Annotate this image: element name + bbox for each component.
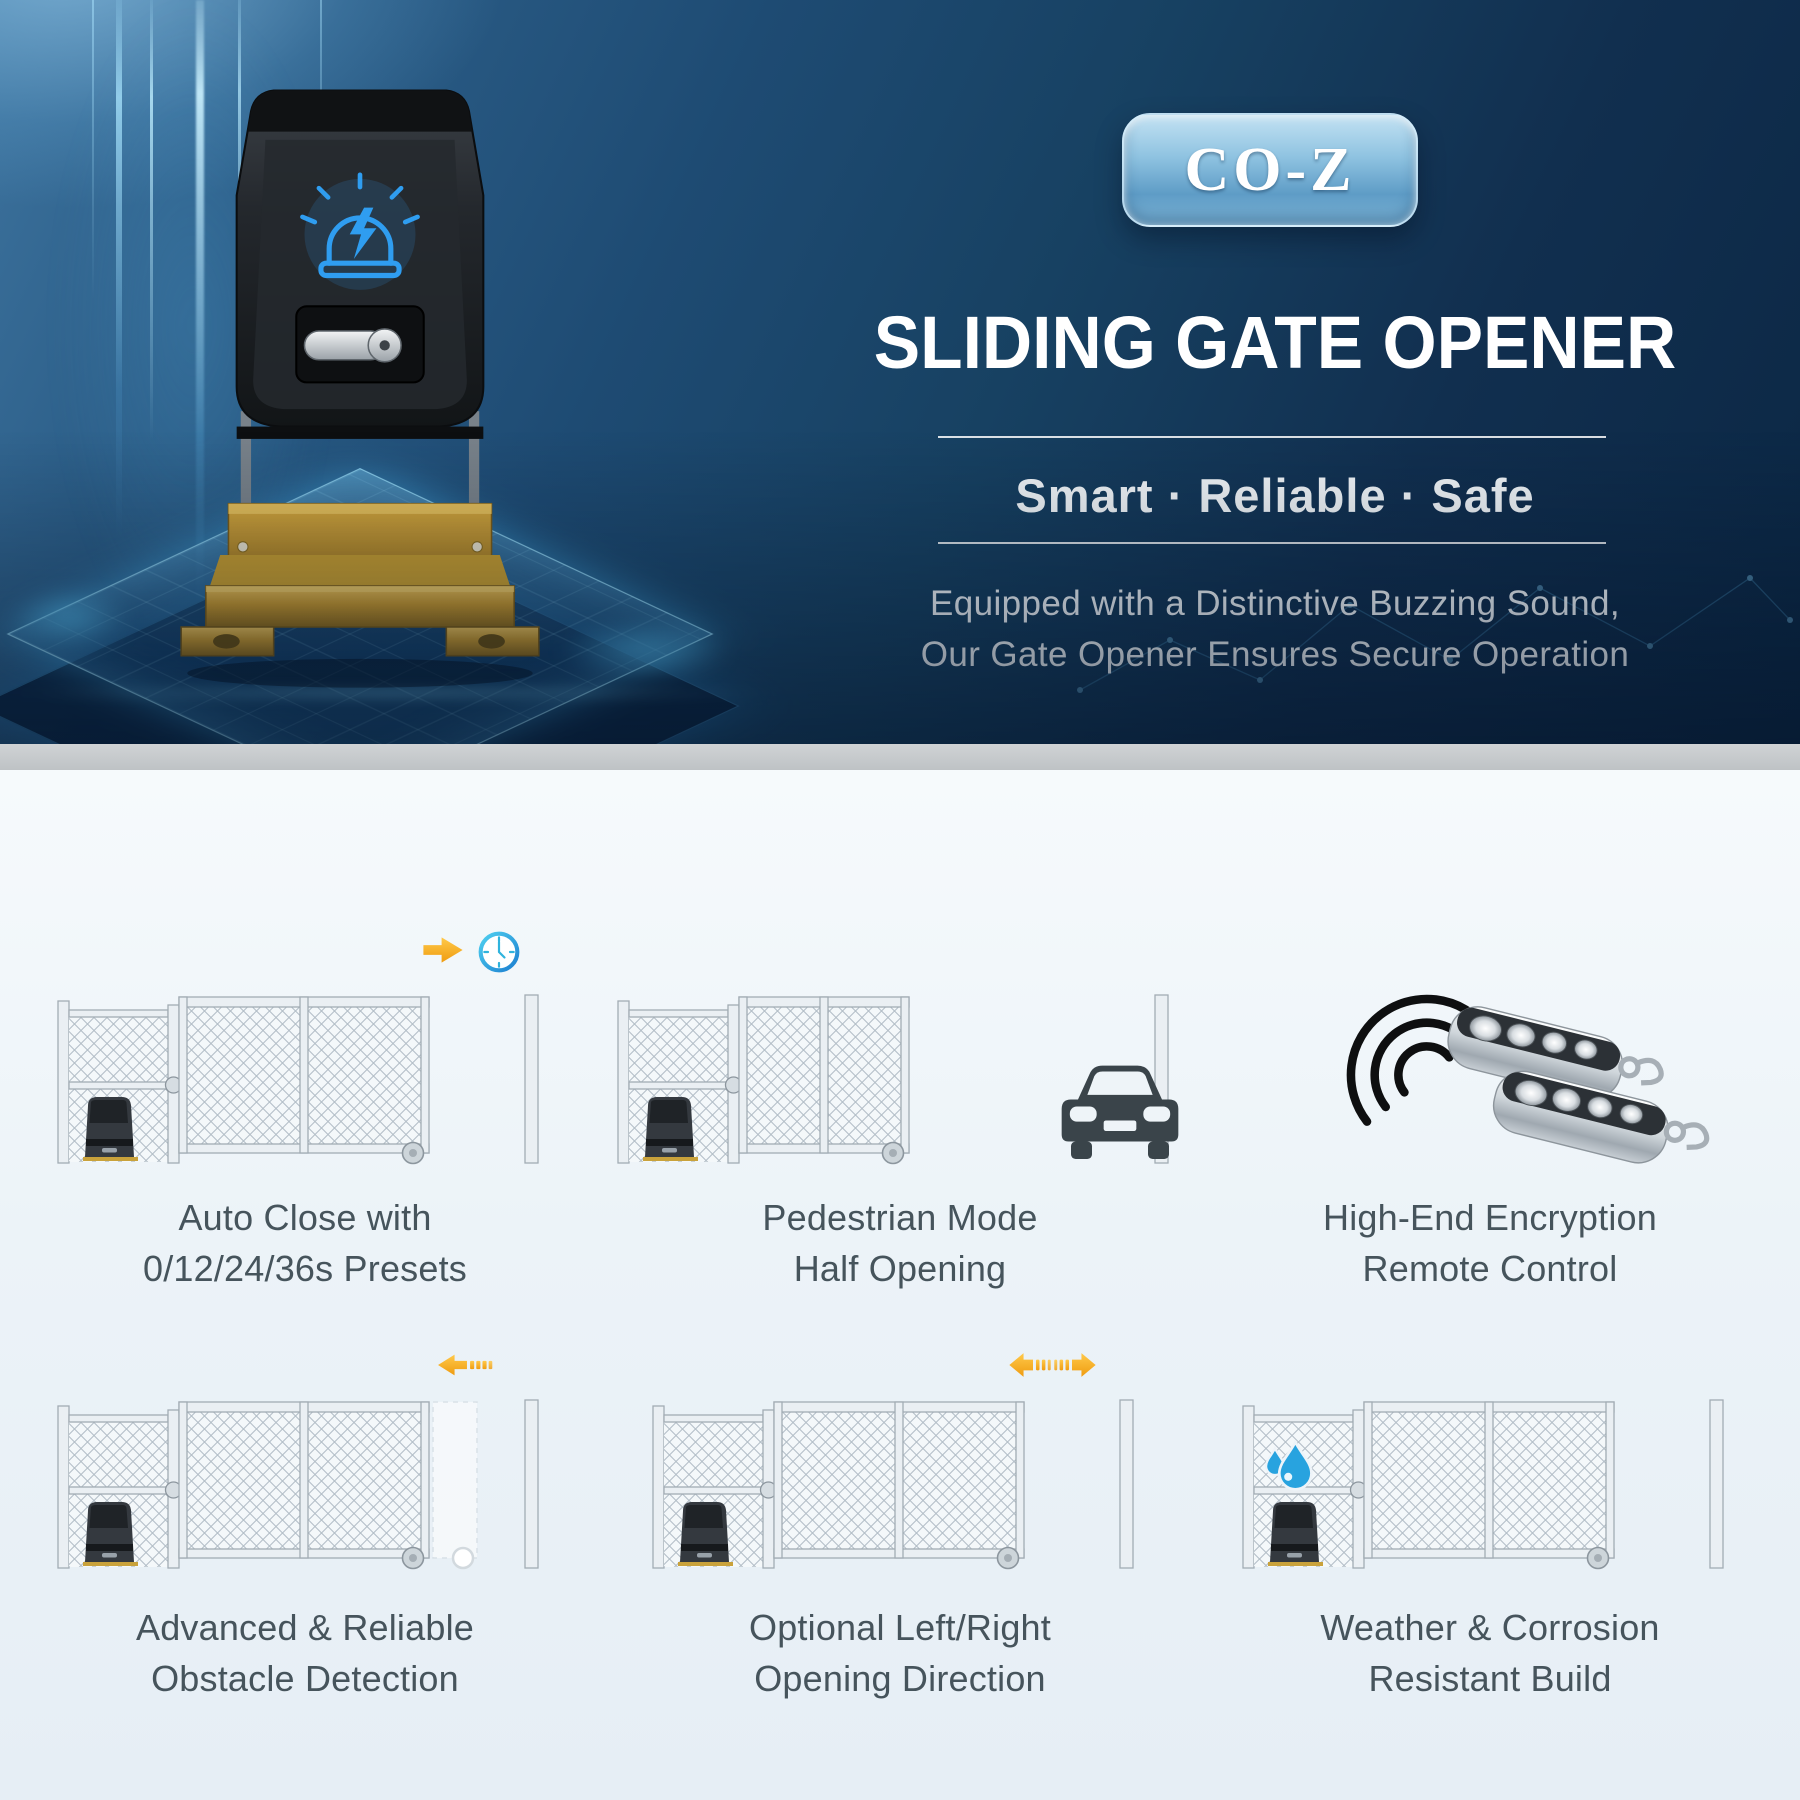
feature-caption-line1: Auto Close with — [178, 1197, 432, 1238]
sliding-gate-diagram — [57, 1399, 539, 1570]
feature-caption: Advanced & Reliable Obstacle Detection — [25, 1602, 585, 1704]
feature-caption-line2: Half Opening — [793, 1248, 1007, 1289]
feature-caption-line1: Advanced & Reliable — [135, 1607, 474, 1648]
car-icon — [1061, 1065, 1179, 1159]
arrow-left-striped-icon — [438, 1354, 493, 1376]
gate-opener-product-image — [180, 89, 540, 688]
features-section: Auto Close with 0/12/24/36s Presets Pede… — [0, 770, 1800, 1800]
arrow-right-icon — [423, 937, 463, 963]
light-beam — [196, 0, 204, 620]
glow-blob — [10, 590, 130, 650]
hero-description-line2: Our Gate Opener Ensures Secure Operation — [920, 635, 1630, 674]
network-lines-decoration — [1077, 575, 1793, 693]
sliding-gate-diagram — [617, 994, 1169, 1165]
light-beam — [150, 0, 153, 440]
feature-tile-weather-resistant: Weather & Corrosion Resistant Build — [1210, 1340, 1770, 1730]
feature-tile-opening-direction: Optional Left/Right Opening Direction — [620, 1340, 1180, 1730]
platform-glow — [0, 688, 780, 698]
water-drop-icon — [1265, 1440, 1313, 1491]
feature-caption: Auto Close with 0/12/24/36s Presets — [25, 1192, 585, 1294]
feature-caption-line2: Resistant Build — [1368, 1658, 1612, 1699]
hero-description-line1: Equipped with a Distinctive Buzzing Soun… — [930, 584, 1620, 623]
feature-caption: Weather & Corrosion Resistant Build — [1210, 1602, 1770, 1704]
divider-line — [938, 542, 1606, 544]
light-beam — [116, 0, 122, 540]
section-divider — [0, 744, 1800, 770]
feature-caption-line1: High-End Encryption — [1323, 1197, 1657, 1238]
feature-tile-remote-control: High-End Encryption Remote Control — [1210, 930, 1770, 1320]
sliding-gate-diagram — [1242, 1399, 1724, 1570]
feature-caption-line2: Remote Control — [1362, 1248, 1618, 1289]
arrows-left-right-icon — [1009, 1353, 1096, 1377]
feature-caption-line2: Obstacle Detection — [151, 1658, 459, 1699]
feature-caption-line1: Optional Left/Right — [749, 1607, 1051, 1648]
brand-logo-badge: CO-Z — [1122, 113, 1418, 227]
sliding-gate-diagram — [652, 1399, 1134, 1570]
sliding-gate-diagram — [57, 994, 539, 1165]
feature-caption-line2: Opening Direction — [754, 1658, 1046, 1699]
light-beam — [92, 0, 94, 300]
feature-caption: Pedestrian Mode Half Opening — [590, 1192, 1210, 1294]
hero-description: Equipped with a Distinctive Buzzing Soun… — [700, 578, 1800, 680]
feature-tile-auto-close: Auto Close with 0/12/24/36s Presets — [25, 930, 585, 1320]
feature-caption: High-End Encryption Remote Control — [1210, 1192, 1770, 1294]
product-title: SLIDING GATE OPENER — [873, 301, 1677, 384]
feature-tile-pedestrian-mode: Pedestrian Mode Half Opening — [590, 930, 1210, 1320]
feature-caption-line2: 0/12/24/36s Presets — [142, 1248, 467, 1289]
glow-blob — [560, 620, 730, 680]
feature-caption-line1: Pedestrian Mode — [762, 1197, 1038, 1238]
feature-tile-obstacle-detection: Advanced & Reliable Obstacle Detection — [25, 1340, 585, 1730]
clock-icon — [478, 931, 520, 973]
hero-section: CO-Z SLIDING GATE OPENER Smart · Reliabl… — [0, 0, 1800, 744]
brand-logo-text: CO-Z — [1184, 135, 1356, 204]
feature-caption-line1: Weather & Corrosion — [1320, 1607, 1660, 1648]
tagline: Smart · Reliable · Safe — [1015, 469, 1535, 522]
divider-line — [938, 436, 1606, 438]
feature-caption: Optional Left/Right Opening Direction — [620, 1602, 1180, 1704]
remote-fob-icon — [1346, 994, 1710, 1164]
